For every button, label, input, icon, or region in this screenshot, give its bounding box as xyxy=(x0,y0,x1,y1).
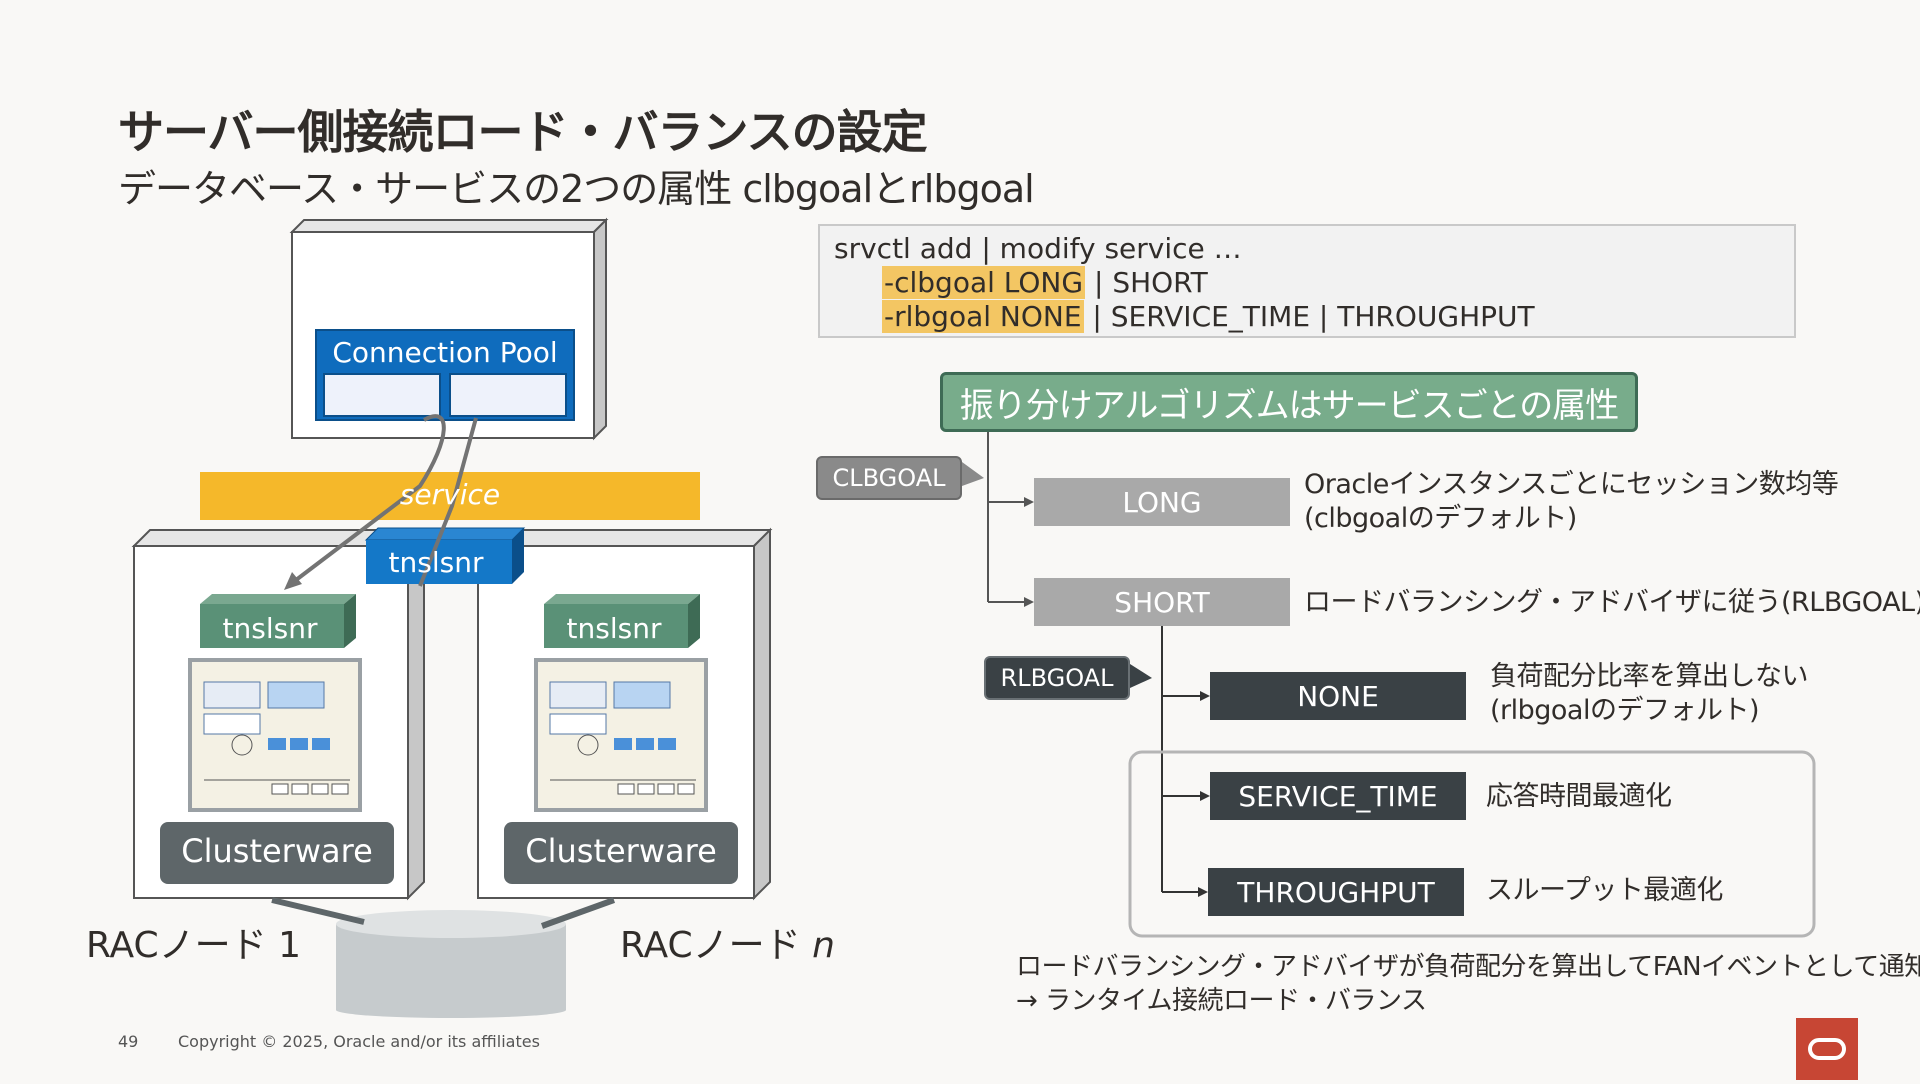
rlbgoal-tag: RLBGOAL xyxy=(984,656,1130,700)
page-title: サーバー側接続ロード・バランスの設定 xyxy=(118,105,928,159)
app-box-top xyxy=(289,219,609,233)
option-long: LONG xyxy=(1034,478,1290,526)
node1-listener-label: tnslsnr xyxy=(222,612,318,645)
listener-r-side xyxy=(688,594,700,648)
app-box-side xyxy=(593,217,607,441)
option-short: SHORT xyxy=(1034,578,1290,626)
rlbgoal-default-highlight: -rlbgoal NONE xyxy=(882,300,1084,333)
oracle-logo-icon xyxy=(1808,1038,1846,1060)
listener-l-side xyxy=(344,594,356,648)
listener-r-box xyxy=(544,604,688,648)
clbgoal-tag-pointer xyxy=(962,462,984,486)
desc-throughput: スループット最適化 xyxy=(1486,875,1723,906)
storage-link-1 xyxy=(271,897,365,925)
listener-redirect-arrow xyxy=(294,414,446,582)
clbgoal-options-text: | SHORT xyxy=(1085,266,1208,299)
rlb-options-group xyxy=(1128,750,1816,938)
service-label: service xyxy=(399,478,501,511)
rac-node-n-prefix: RACノード xyxy=(620,925,813,966)
rlbgoal-tag-pointer xyxy=(1130,664,1152,688)
desc-service-time: 応答時間最適化 xyxy=(1486,781,1672,812)
code-line-3: -rlbgoal NONE | SERVICE_TIME | THROUGHPU… xyxy=(834,300,1794,334)
scan-listener-top xyxy=(364,527,526,541)
clusterware-bar-n xyxy=(504,822,738,884)
rlbgoal-options-text: | SERVICE_TIME | THROUGHPUT xyxy=(1083,300,1535,333)
storage-link-n xyxy=(540,897,616,929)
connection-pool-label: Connection Pool xyxy=(332,336,558,369)
desc-none: 負荷配分比率を算出しない (rlbgoalのデフォルト) xyxy=(1490,660,1809,728)
page-number: 49 xyxy=(118,1032,139,1051)
instance-thumbnail-1 xyxy=(188,658,362,812)
clbgoal-default-highlight: -clbgoal LONG xyxy=(882,266,1086,299)
option-throughput: THROUGHPUT xyxy=(1208,868,1464,916)
clusterware-bar-1 xyxy=(160,822,394,884)
code-line-2: -clbgoal LONG | SHORT xyxy=(834,266,1794,300)
desc-long-line-2: (clbgoalのデフォルト) xyxy=(1304,503,1577,534)
rac-node-n-suffix: n xyxy=(812,925,835,966)
desc-none-line-2: (rlbgoalのデフォルト) xyxy=(1490,695,1760,726)
desc-long-line-1: Oracleインスタンスごとにセッション数均等 xyxy=(1304,469,1839,500)
srvctl-command-box: srvctl add | modify service … -clbgoal L… xyxy=(818,224,1796,338)
copyright-text: Copyright © 2025, Oracle and/or its affi… xyxy=(178,1032,540,1051)
desc-short: ロードバランシング・アドバイザに従う(RLBGOAL) xyxy=(1304,587,1920,618)
instance-thumbnail-n xyxy=(534,658,708,812)
algorithm-heading: 振り分けアルゴリズムはサービスごとの属性 xyxy=(940,372,1638,432)
pool-slot-1 xyxy=(323,373,441,417)
listener-l-box xyxy=(200,604,344,648)
clbgoal-tag: CLBGOAL xyxy=(816,456,962,500)
scan-listener-side xyxy=(512,528,524,584)
scan-listener-label: tnslsnr xyxy=(388,546,484,579)
clusterware-label-n: Clusterware xyxy=(525,832,717,870)
noden-listener-label: tnslsnr xyxy=(566,612,662,645)
noden-box-side xyxy=(753,527,771,901)
listener-l-top xyxy=(200,594,356,604)
note-line-2: → ランタイム接続ロード・バランス xyxy=(1016,986,1427,1016)
option-service-time: SERVICE_TIME xyxy=(1210,772,1466,820)
option-none: NONE xyxy=(1210,672,1466,720)
pool-to-listener-arrow xyxy=(418,417,478,587)
oracle-logo xyxy=(1796,1018,1858,1080)
rlb-advisor-note: ロードバランシング・アドバイザが負荷配分を算出してFANイベントとして通知 → … xyxy=(1016,950,1920,1018)
rac-node-n-label: RACノード n xyxy=(620,916,835,968)
code-line-1: srvctl add | modify service … xyxy=(834,232,1242,265)
clusterware-label-1: Clusterware xyxy=(181,832,373,870)
arrow-head xyxy=(284,572,302,590)
pool-slot-2 xyxy=(449,373,567,417)
rac-node-1-label: RACノード 1 xyxy=(86,925,302,966)
shared-storage-cylinder xyxy=(336,910,566,1018)
desc-none-line-1: 負荷配分比率を算出しない xyxy=(1490,661,1809,692)
desc-long: Oracleインスタンスごとにセッション数均等 (clbgoalのデフォルト) xyxy=(1304,468,1839,536)
listener-r-top xyxy=(544,594,700,604)
note-line-1: ロードバランシング・アドバイザが負荷配分を算出してFANイベントとして通知 xyxy=(1016,952,1920,982)
page-subtitle: データベース・サービスの2つの属性 clbgoalとrlbgoal xyxy=(118,167,1035,211)
scan-listener-box xyxy=(366,540,512,584)
